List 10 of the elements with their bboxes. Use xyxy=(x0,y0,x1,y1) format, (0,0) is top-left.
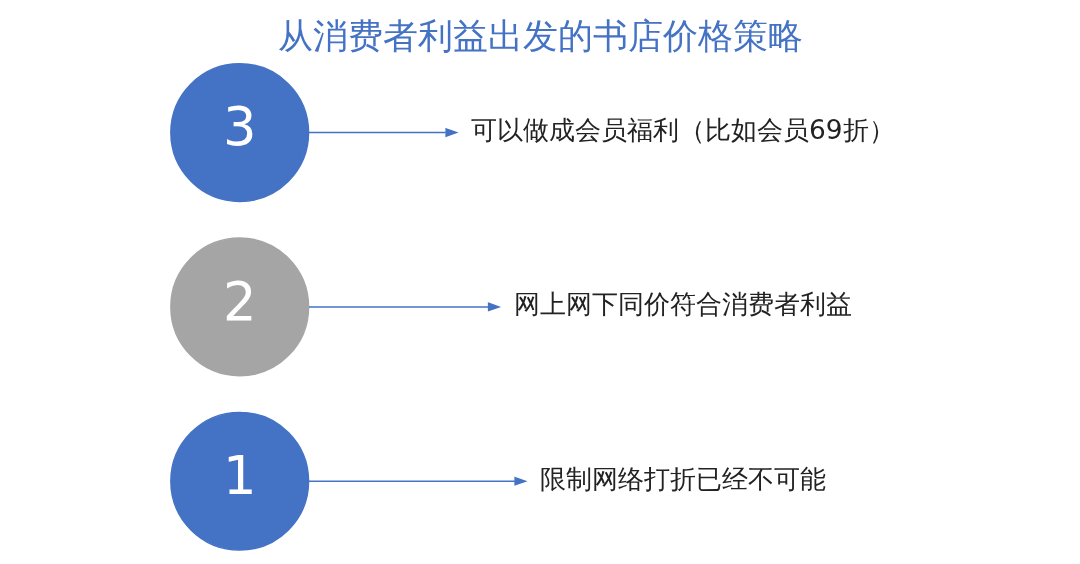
diagram-title: 从消费者利益出发的书店价格策略 xyxy=(277,14,803,56)
arrow xyxy=(308,476,528,486)
node-text: 限制网络打折已经不可能 xyxy=(539,463,826,494)
arrow xyxy=(308,302,502,312)
node-circle: 3 xyxy=(170,63,310,203)
node-text: 可以做成会员福利（比如会员69折） xyxy=(471,115,895,146)
node-circle: 1 xyxy=(170,411,310,551)
node-circle: 2 xyxy=(170,237,310,377)
node-text: 网上网下同价符合消费者利益 xyxy=(513,289,852,320)
arrow xyxy=(308,127,459,138)
